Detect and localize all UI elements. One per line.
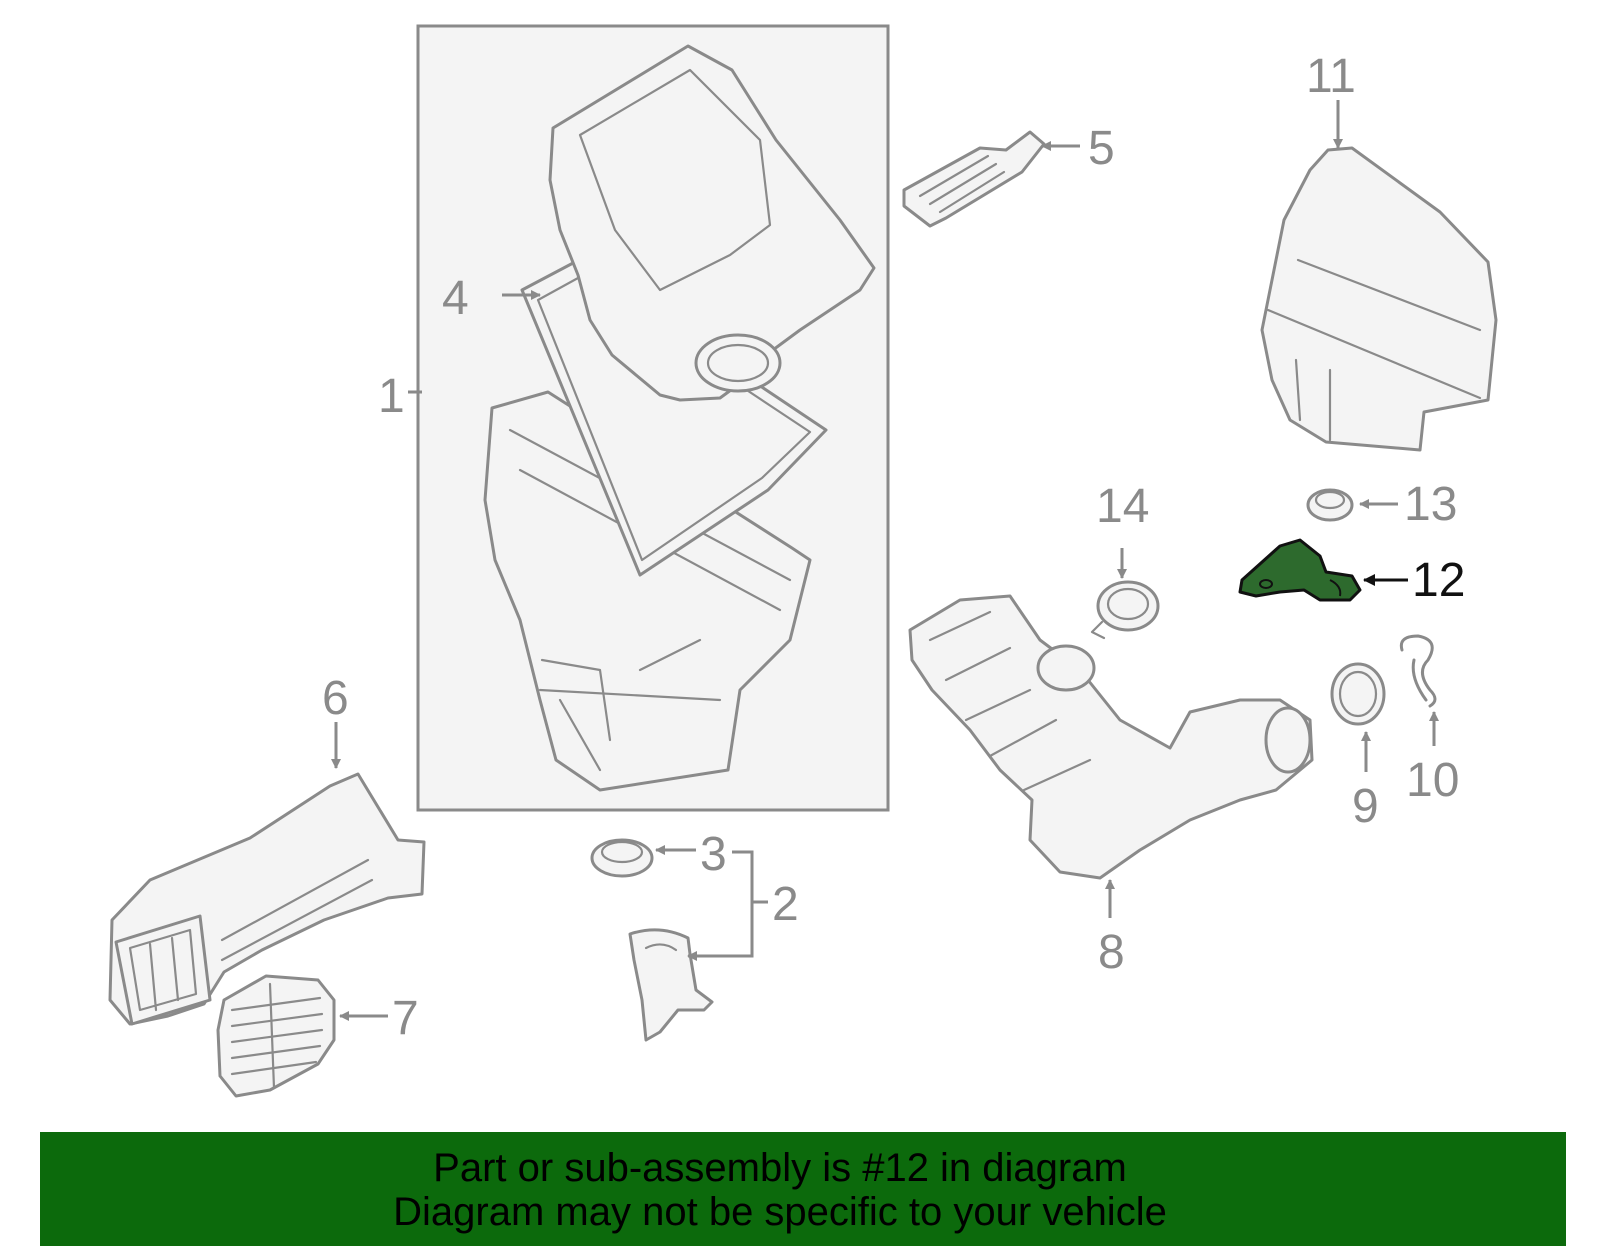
air-duct — [108, 772, 426, 1026]
banner-line-disclaimer: Diagram may not be specific to your vehi… — [393, 1190, 1167, 1234]
callout-10: 10 — [1406, 754, 1459, 807]
callout-5: 5 — [1088, 122, 1115, 175]
intake-grille — [216, 974, 336, 1098]
grommet-3 — [590, 838, 654, 878]
clamp-14 — [1090, 580, 1160, 640]
bracket-12-highlighted — [1238, 538, 1362, 602]
callout-1: 1 — [378, 370, 405, 423]
callout-6: 6 — [322, 672, 349, 725]
callout-2: 2 — [772, 878, 799, 931]
callout-8: 8 — [1098, 926, 1125, 979]
callout-11: 11 — [1306, 50, 1356, 103]
air-filter-element — [520, 260, 828, 577]
seal-ring-9 — [1330, 662, 1386, 726]
intake-cover — [1260, 146, 1498, 452]
callout-14: 14 — [1096, 480, 1149, 533]
grommet-13 — [1306, 488, 1354, 522]
banner-line-part: Part or sub-assembly is #12 in diagram — [433, 1146, 1127, 1190]
bracket-2 — [628, 928, 714, 1042]
info-banner: Part or sub-assembly is #12 in diagram D… — [40, 1132, 1566, 1246]
callout-13: 13 — [1404, 478, 1457, 531]
leader-2-bracket — [690, 850, 754, 958]
callout-9: 9 — [1352, 780, 1379, 833]
air-filter-housing-upper — [548, 44, 876, 402]
mass-air-flow-sensor — [902, 130, 1046, 228]
callout-12-highlighted: 12 — [1412, 554, 1465, 607]
clip-10 — [1399, 634, 1437, 708]
intake-hose — [908, 594, 1314, 880]
callout-3: 3 — [700, 828, 727, 881]
callout-7: 7 — [392, 992, 419, 1045]
callout-4: 4 — [442, 272, 469, 325]
